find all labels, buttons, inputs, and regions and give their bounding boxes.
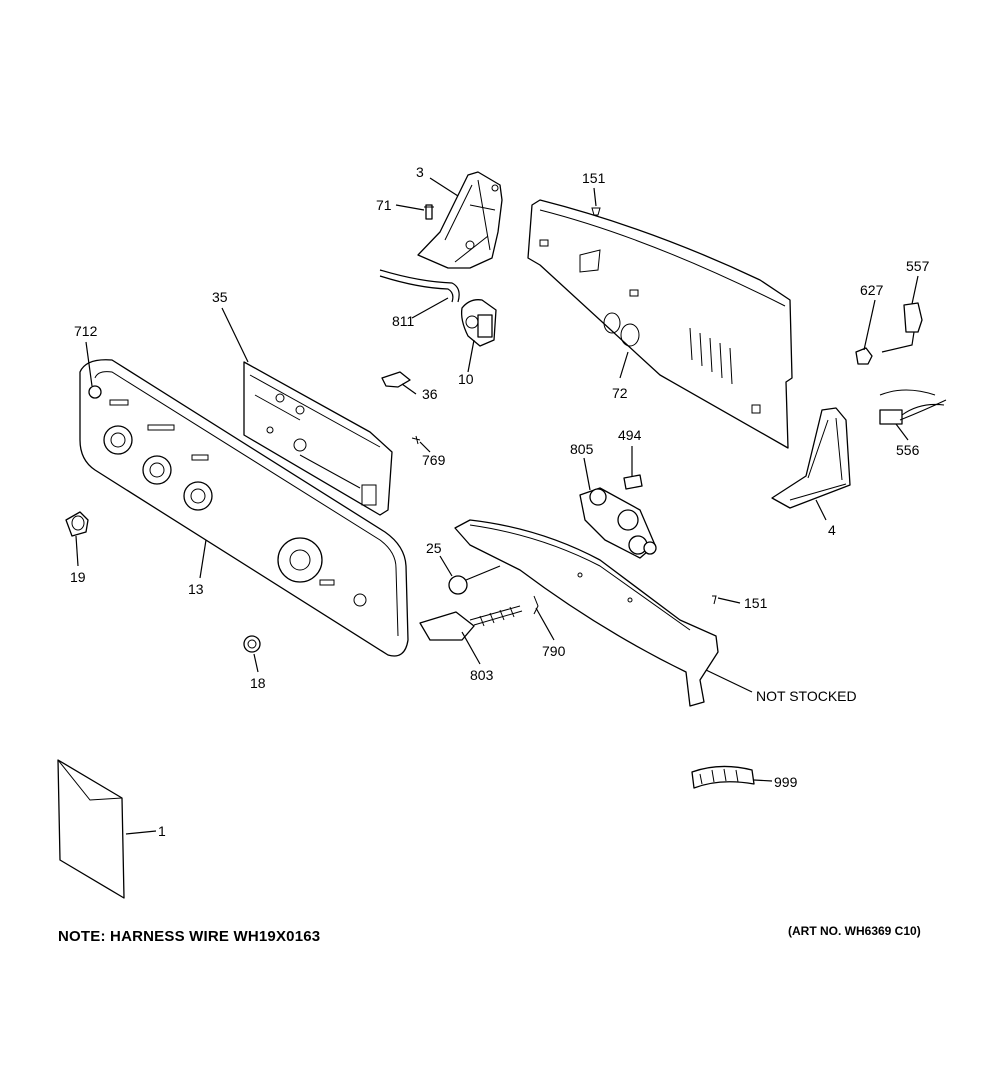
- part-35-control-board: [243, 361, 393, 516]
- part-151-clip-lower: [712, 595, 717, 605]
- label-71: 71: [376, 197, 392, 213]
- part-19-knob: [65, 511, 89, 537]
- label-3: 3: [416, 164, 424, 180]
- part-999-strap: [691, 765, 755, 789]
- label-36: 36: [422, 386, 438, 402]
- label-151-lower: 151: [744, 595, 768, 611]
- label-805: 805: [570, 441, 594, 457]
- part-71-screw: [424, 204, 434, 220]
- label-25: 25: [426, 540, 442, 556]
- not-stocked-bracket: [454, 519, 719, 707]
- label-35: 35: [212, 289, 228, 305]
- part-811-hose: [379, 269, 460, 303]
- part-769-screw: [411, 435, 421, 445]
- harness-wire-note: NOTE: HARNESS WIRE WH19X0163: [58, 928, 321, 945]
- label-557: 557: [906, 258, 930, 274]
- label-494: 494: [618, 427, 642, 443]
- label-4: 4: [828, 522, 836, 538]
- label-10: 10: [458, 371, 474, 387]
- part-25-lever: [448, 565, 501, 595]
- part-556-wire-harness: [879, 389, 947, 425]
- label-556: 556: [896, 442, 920, 458]
- part-1-literature: [57, 759, 125, 899]
- part-803-lid-lock: [419, 605, 523, 641]
- part-494-connector: [623, 474, 643, 490]
- label-18: 18: [250, 675, 266, 691]
- part-18-ring: [243, 635, 261, 653]
- label-790: 790: [542, 643, 566, 659]
- label-769: 769: [422, 452, 446, 468]
- part-790-clip: [533, 595, 539, 615]
- label-811: 811: [392, 313, 415, 329]
- leader-lines: [75, 177, 919, 835]
- part-627: [855, 347, 873, 365]
- label-not-stocked: NOT STOCKED: [756, 688, 857, 704]
- part-805-water-valve: [579, 487, 657, 559]
- art-number: (ART NO. WH6369 C10): [788, 924, 921, 938]
- part-36-clip: [381, 371, 411, 388]
- part-4-bracket: [771, 407, 851, 509]
- label-19: 19: [70, 569, 86, 585]
- label-712: 712: [74, 323, 98, 339]
- label-151-top: 151: [582, 170, 606, 186]
- label-627: 627: [860, 282, 884, 298]
- label-803: 803: [470, 667, 494, 683]
- part-557-sensor: [881, 302, 923, 353]
- label-999: 999: [774, 774, 798, 790]
- part-3-bracket: [417, 171, 503, 269]
- part-72-rear-panel: [527, 199, 793, 449]
- part-13-console: [79, 359, 409, 657]
- label-72: 72: [612, 385, 628, 401]
- label-1: 1: [158, 823, 166, 839]
- part-labels: 3 71 151 811 10 35 36 72 627 557 556 712…: [70, 164, 930, 839]
- part-151-clip-top: [591, 207, 601, 216]
- part-10-pressure-switch: [460, 299, 497, 347]
- label-13: 13: [188, 581, 204, 597]
